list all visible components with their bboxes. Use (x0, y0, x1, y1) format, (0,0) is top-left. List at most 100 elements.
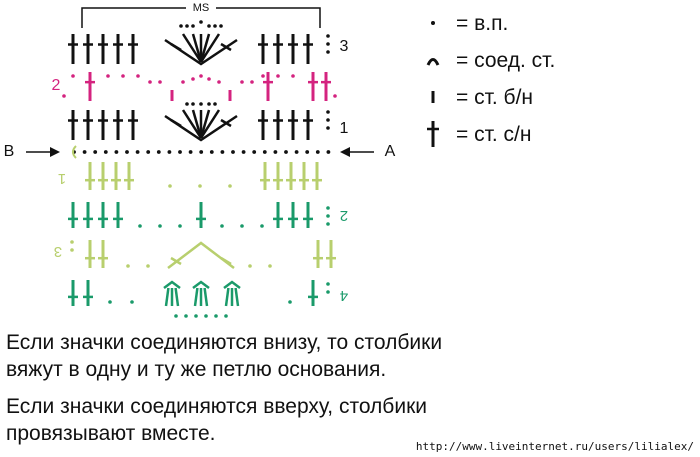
legend-label-slip-stitch: = соед. ст. (456, 48, 556, 72)
double-crochet-icon (263, 72, 273, 101)
chain-icon (326, 34, 330, 38)
legend-label-chain: = в.п. (456, 11, 509, 35)
chain-icon (199, 150, 204, 154)
caption-line-4: провязывают вместе. (6, 422, 216, 445)
caption-line-2: вяжут в одну и ту же петлю основания. (6, 358, 387, 381)
chain-icon (248, 264, 252, 268)
chain-icon (262, 150, 267, 154)
double-crochet-icon (303, 34, 313, 64)
chain-icon (146, 264, 150, 268)
row-number-bottom-3: 3 (54, 243, 62, 260)
chain-icon (71, 74, 75, 78)
chain-icon (126, 264, 130, 268)
slip-stitch-icon (424, 50, 442, 70)
chain-icon (240, 224, 244, 228)
chain-icon (198, 184, 202, 188)
caption-line-1: Если значки соединяются внизу, то столби… (6, 331, 443, 354)
chain-icon (207, 102, 211, 106)
chain-icon (326, 282, 330, 286)
double-crochet-icon (299, 162, 309, 190)
fan-stitch (199, 33, 211, 63)
decrease-top (192, 280, 210, 289)
chain-icon (207, 24, 211, 28)
legend-label-double-crochet: = ст. с/н (456, 122, 532, 146)
chain-icon (276, 74, 280, 78)
chain-icon (158, 80, 162, 84)
chain-icon (204, 314, 208, 318)
chain-icon (213, 102, 217, 106)
single-crochet-icon (424, 87, 442, 107)
double-crochet-icon (98, 202, 108, 228)
chain-icon (179, 24, 183, 28)
slip-stitch-icon (72, 145, 77, 159)
decrease-top (163, 280, 181, 289)
chain-icon (148, 80, 152, 84)
arrow-b-head (50, 147, 60, 157)
legend-item-chain: = в.п. (424, 8, 508, 38)
decrease-top (223, 280, 241, 289)
double-crochet-icon (124, 162, 134, 190)
fan-bar (220, 42, 232, 52)
decrease-stitch (193, 287, 199, 307)
chain-icon (220, 224, 224, 228)
chain-icon (231, 150, 235, 154)
chain-icon (217, 80, 221, 84)
double-crochet-icon (111, 162, 121, 190)
chain-icon (209, 150, 214, 154)
chain-icon (326, 42, 330, 46)
chain-icon (240, 80, 244, 84)
chain-icon (214, 314, 218, 318)
double-crochet-icon (273, 162, 283, 190)
chain-icon (146, 150, 151, 154)
chain-icon (326, 222, 330, 226)
chain-icon (250, 80, 254, 84)
chain-icon (191, 24, 195, 28)
decrease-stitch (164, 287, 170, 307)
double-crochet-icon (128, 110, 138, 140)
chain-icon (62, 94, 66, 98)
fan-v-bottom-row3 (167, 241, 235, 269)
double-crochet-icon (258, 34, 268, 64)
chain-icon (108, 300, 112, 304)
chain-icon (194, 314, 198, 318)
chain-icon (326, 118, 330, 122)
chain-icon (224, 314, 228, 318)
chain-icon (207, 77, 211, 81)
double-crochet-icon (312, 162, 322, 190)
source-url: http://www.liveinternet.ru/users/liliale… (415, 440, 694, 453)
chain-icon (228, 184, 232, 188)
chain-icon (125, 150, 129, 154)
chain-icon (114, 150, 119, 154)
chain-icon (174, 314, 178, 318)
chain-icon (82, 150, 87, 154)
chain-icon (185, 102, 189, 106)
chain-icon (326, 214, 330, 218)
row-number-bottom-1: 1 (58, 170, 66, 187)
caption-line-3: Если значки соединяются вверху, столбики (6, 395, 427, 418)
decrease-stitch (174, 287, 180, 307)
chain-icon (168, 184, 172, 188)
repeat-label-bg (186, 1, 216, 15)
row-number-bottom-4: 4 (340, 287, 348, 304)
double-crochet-icon (113, 202, 123, 228)
chain-icon (273, 150, 278, 154)
double-crochet-icon (68, 110, 78, 140)
arrow-a-head (340, 147, 350, 157)
chain-icon (288, 300, 292, 304)
chain-icon (138, 224, 142, 228)
chain-icon (70, 248, 74, 252)
row-number-3: 3 (340, 38, 349, 55)
fan-stitch (181, 33, 203, 63)
chain-icon (252, 150, 257, 154)
fan-stitch (199, 109, 221, 139)
repeat-label: MS (193, 2, 210, 14)
fan-stitch (191, 33, 203, 63)
double-crochet-icon (83, 110, 93, 140)
chain-icon (213, 24, 217, 28)
fan-stitch (191, 109, 203, 139)
decrease-stitch (224, 287, 230, 307)
chain-icon (191, 102, 195, 106)
chain-icon (136, 74, 140, 78)
double-crochet-icon (113, 110, 123, 140)
